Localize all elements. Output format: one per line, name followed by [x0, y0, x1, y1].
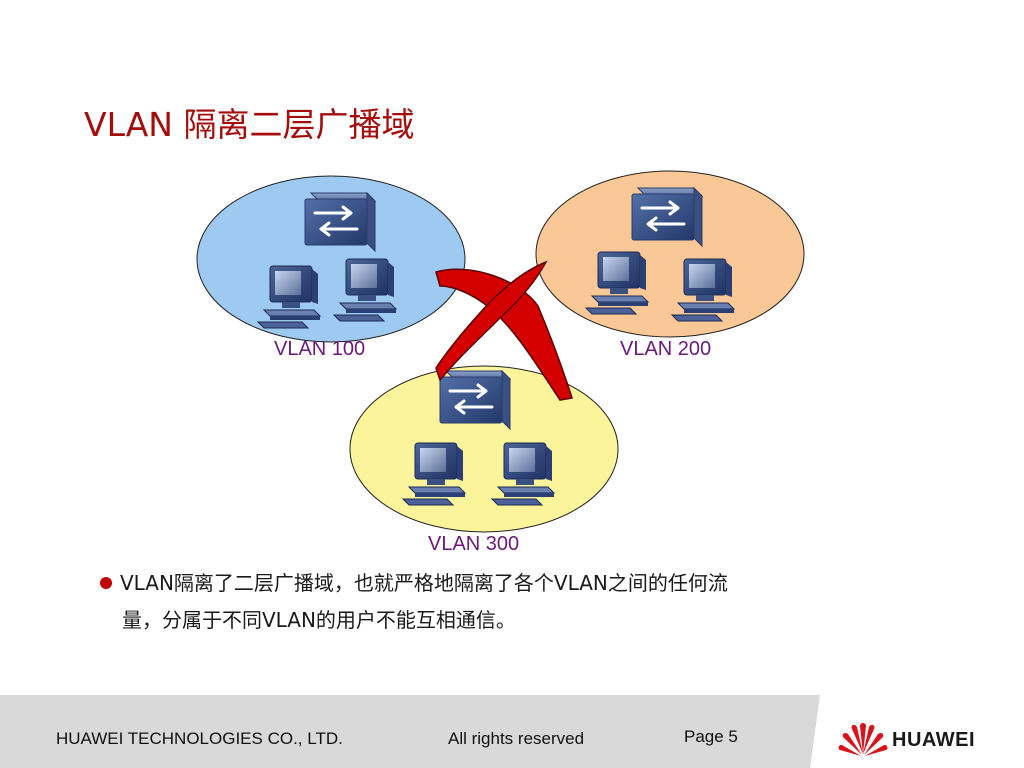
vlan-200-label: VLAN 200: [620, 338, 712, 360]
footer-rights: All rights reserved: [448, 729, 585, 748]
switch-icon: [630, 186, 704, 248]
bullet-paragraph: VLAN隔离了二层广播域，也就严格地隔离了各个VLAN之间的任何流 量，分属于不…: [100, 565, 920, 639]
huawei-brand-text: HUAWEI: [892, 729, 975, 751]
vlan-300-label: VLAN 300: [428, 533, 520, 555]
vlan-diagram: [196, 170, 805, 533]
vlan-100-group: [196, 175, 466, 343]
vlan-100-ellipse: [196, 175, 466, 343]
vlan-300-group: [349, 365, 619, 533]
bullet-text-line-1: VLAN隔离了二层广播域，也就严格地隔离了各个VLAN之间的任何流: [120, 571, 728, 595]
vlan-100-label: VLAN 100: [274, 338, 366, 360]
red-x-mark: [435, 260, 573, 401]
switch-icon: [438, 369, 512, 431]
bullet-line-1: VLAN隔离了二层广播域，也就严格地隔离了各个VLAN之间的任何流: [100, 565, 920, 602]
footer-company: HUAWEI TECHNOLOGIES CO., LTD.: [56, 729, 343, 748]
vlan-200-group: [535, 170, 805, 338]
footer-logo-panel: [810, 695, 1024, 768]
switch-icon: [303, 191, 377, 253]
footer-page-number: Page 5: [684, 727, 738, 746]
huawei-logo-icon: [838, 723, 888, 756]
bullet-dot-icon: [100, 577, 112, 589]
bullet-line-2: 量，分属于不同VLAN的用户不能互相通信。: [122, 608, 516, 632]
slide-title: VLAN 隔离二层广播域: [84, 105, 415, 144]
